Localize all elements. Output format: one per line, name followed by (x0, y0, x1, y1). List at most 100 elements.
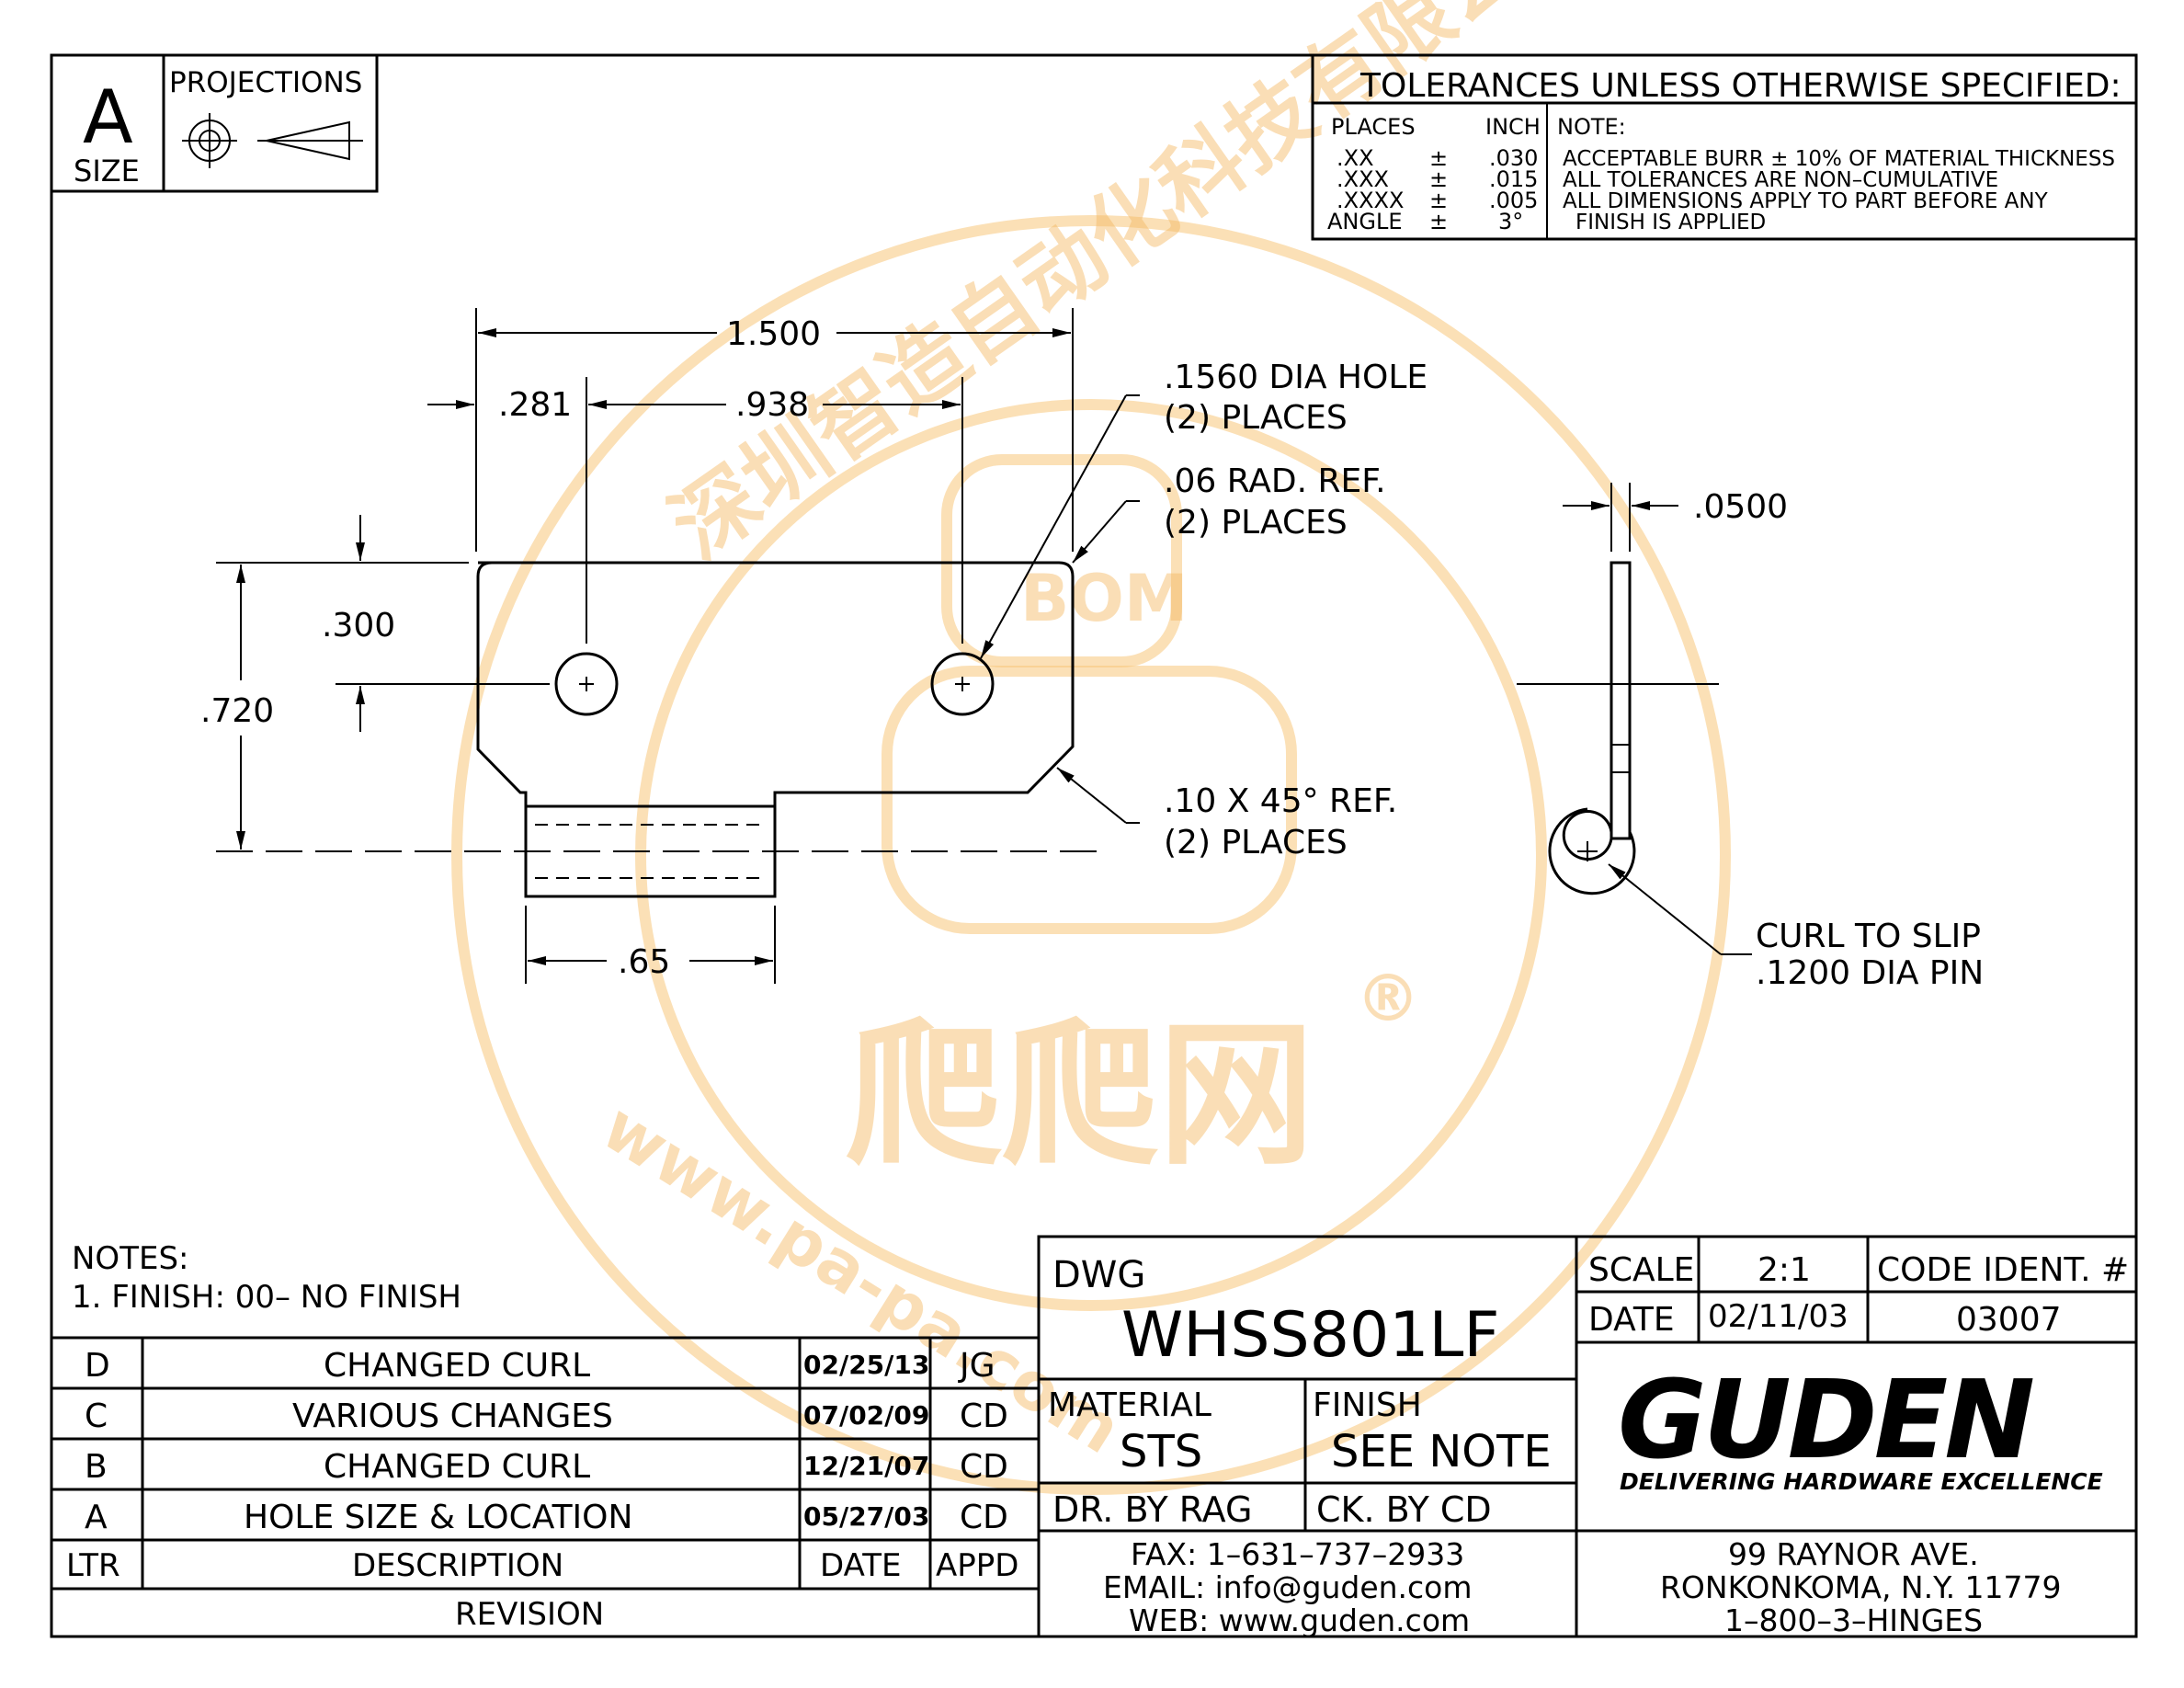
curl-leader (1608, 863, 1722, 955)
part-side-view: .0500 CURL TO SLIP .1200 DIA PIN (1517, 483, 1984, 992)
scale-label: SCALE (1588, 1251, 1694, 1289)
tol-row-value: .005 (1489, 188, 1538, 213)
chamfer-leader (1056, 767, 1127, 824)
dim-hole-height: .300 (322, 607, 395, 644)
address-line-1: 99 RAYNOR AVE. (1728, 1536, 1979, 1572)
rev-date: 02/25/13 (803, 1350, 929, 1380)
date-value: 02/11/03 (1708, 1298, 1848, 1335)
rev-date: 07/02/09 (803, 1400, 929, 1431)
rev-ltr: B (85, 1448, 108, 1486)
watermark-badge: BOM (1020, 561, 1189, 636)
notes-title: NOTES: (72, 1240, 188, 1277)
rev-header-date: DATE (820, 1547, 901, 1584)
company-tagline: DELIVERING HARDWARE EXCELLENCE (1620, 1468, 2103, 1495)
callout-chamfer-line1: .10 X 45° REF. (1164, 782, 1397, 820)
tol-row-pm: ± (1429, 145, 1448, 171)
dim-overall-width: 1.500 (726, 315, 821, 353)
places-header: PLACES (1331, 114, 1416, 140)
size-label: SIZE (74, 154, 140, 188)
rev-date: 12/21/07 (803, 1451, 929, 1481)
date-label: DATE (1588, 1301, 1675, 1339)
rev-description: CHANGED CURL (324, 1347, 590, 1385)
tol-row-place: .XXXX (1337, 188, 1404, 213)
scale-value: 2:1 (1757, 1251, 1811, 1289)
tol-note: ACCEPTABLE BURR ± 10% OF MATERIAL THICKN… (1563, 147, 2115, 171)
tol-row-pm: ± (1429, 188, 1448, 213)
company-logo: GUDEN (1618, 1356, 2033, 1483)
callout-curl-line2: .1200 DIA PIN (1756, 954, 1984, 992)
rev-ltr: C (85, 1397, 108, 1435)
rev-appd: JG (958, 1347, 995, 1385)
rev-date: 05/27/03 (803, 1501, 929, 1532)
tol-row-value: 3° (1498, 209, 1523, 234)
tolerance-frame (1311, 53, 2138, 241)
watermark-outer-ring (451, 215, 1731, 1495)
size-block-frame (50, 53, 379, 193)
tolerance-block: TOLERANCES UNLESS OTHERWISE SPECIFIED: P… (1311, 53, 2138, 241)
watermark-inner-ring (635, 399, 1547, 1311)
contact-web: WEB: www.guden.com (1129, 1602, 1470, 1638)
rev-ltr: A (85, 1499, 108, 1536)
tol-note: ALL TOLERANCES ARE NON–CUMULATIVE (1563, 168, 1998, 192)
callout-hole-line1: .1560 DIA HOLE (1164, 359, 1428, 396)
part-outline (476, 561, 1075, 808)
tol-note: FINISH IS APPLIED (1575, 211, 1766, 234)
projection-circle-icon (182, 113, 237, 168)
callout-radius-line1: .06 RAD. REF. (1164, 462, 1386, 500)
address-line-3: 1–800–3–HINGES (1724, 1602, 1983, 1638)
dim-thickness: .0500 (1693, 488, 1788, 526)
hole-left (554, 652, 619, 716)
tol-row-pm: ± (1429, 166, 1448, 192)
tol-row-value: .015 (1489, 166, 1538, 192)
tol-row-value: .030 (1489, 145, 1538, 171)
rev-appd: CD (960, 1448, 1008, 1486)
callout-hole-line2: (2) PLACES (1164, 399, 1348, 437)
rev-header-description: DESCRIPTION (352, 1547, 563, 1584)
code-ident-label: CODE IDENT. # (1877, 1251, 2129, 1289)
title-block-frame (1037, 1235, 2138, 1638)
dim-knuckle-length: .65 (618, 943, 670, 981)
rev-description: CHANGED CURL (324, 1448, 590, 1486)
callout-chamfer-line2: (2) PLACES (1164, 824, 1348, 861)
checked-by: CK. BY CD (1316, 1489, 1492, 1530)
revision-footer: REVISION (455, 1596, 604, 1633)
rev-appd: CD (960, 1499, 1008, 1536)
size-block: A SIZE PROJECTIONS (50, 53, 379, 193)
contact-fax: FAX: 1–631–737–2933 (1131, 1536, 1464, 1572)
code-ident-value: 03007 (1956, 1301, 2062, 1339)
rev-appd: CD (960, 1397, 1008, 1435)
notes-item-1: 1. FINISH: 00– NO FINISH (72, 1279, 461, 1316)
dim-overall-height: .720 (200, 692, 274, 730)
address-line-2: RONKONKOMA, N.Y. 11779 (1660, 1569, 2062, 1605)
watermark-registered: ® (1356, 961, 1420, 1036)
watermark-logo-body (882, 666, 1297, 934)
rev-description: VARIOUS CHANGES (292, 1397, 613, 1435)
size-letter: A (83, 74, 133, 160)
side-leaf (1610, 561, 1632, 840)
watermark-logo-head (941, 454, 1182, 667)
part-front-view: 1.500 .281 .938 .300 .720 .65 .1560 DIA … (200, 308, 1428, 984)
note-header: NOTE: (1557, 114, 1626, 140)
rev-header-ltr: LTR (66, 1547, 120, 1584)
callout-curl-line1: CURL TO SLIP (1756, 918, 1981, 955)
hole-right (930, 652, 995, 716)
projections-label: PROJECTIONS (169, 66, 362, 99)
tol-row-pm: ± (1429, 209, 1448, 234)
tol-row-place: ANGLE (1327, 209, 1403, 234)
revision-table: D CHANGED CURL 02/25/13 JG C VARIOUS CHA… (51, 1336, 1039, 1633)
tol-note: ALL DIMENSIONS APPLY TO PART BEFORE ANY (1563, 189, 2049, 213)
title-block: DWG WHSS801LF SCALE 2:1 CODE IDENT. # DA… (1037, 1235, 2138, 1638)
finish-label: FINISH (1313, 1386, 1422, 1424)
radius-leader (1072, 500, 1127, 564)
material-value: STS (1120, 1426, 1202, 1477)
material-label: MATERIAL (1048, 1386, 1211, 1424)
contact-email: EMAIL: info@guden.com (1103, 1569, 1473, 1605)
projection-cone-icon (257, 120, 363, 161)
rev-ltr: D (85, 1347, 110, 1385)
dwg-number: WHSS801LF (1121, 1299, 1500, 1372)
watermark-brand: 爬爬网 (846, 1005, 1314, 1187)
finish-value: SEE NOTE (1331, 1426, 1552, 1477)
inch-header: INCH (1485, 114, 1541, 140)
dim-hole-spacing: .938 (735, 386, 809, 424)
